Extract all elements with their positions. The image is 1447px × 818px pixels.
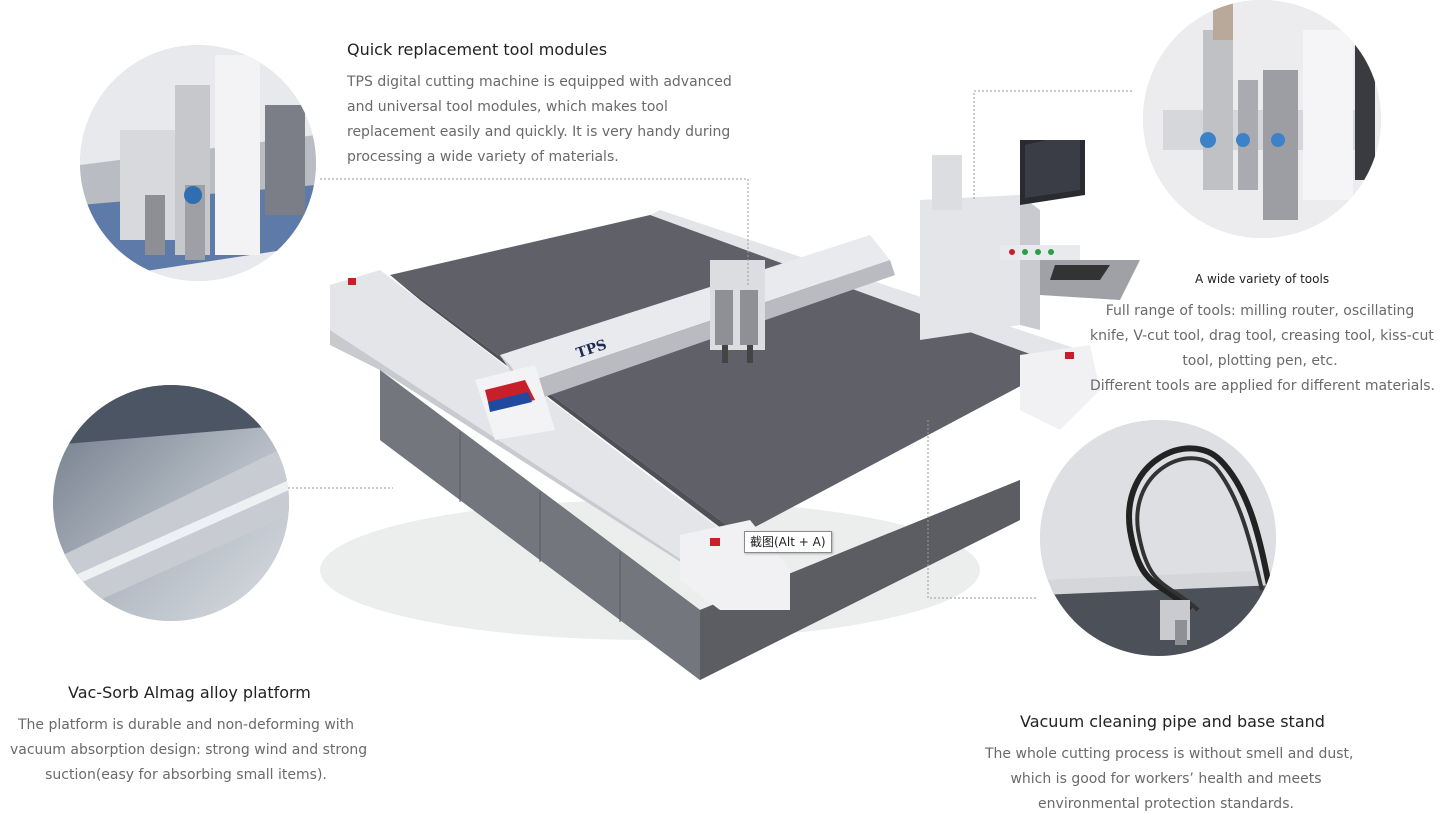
vacuum-title: Vacuum cleaning pipe and base stand bbox=[1020, 712, 1325, 731]
platform-description: The platform is durable and non-deformin… bbox=[10, 713, 368, 788]
screenshot-tooltip: 截图(Alt + A) bbox=[744, 531, 832, 553]
tools-variety-line: Full range of tools: milling router, osc… bbox=[1105, 303, 1415, 319]
tools-variety-line: Different tools are applied for differen… bbox=[1090, 378, 1436, 394]
tools-variety-photo bbox=[1143, 0, 1381, 238]
platform-photo bbox=[53, 385, 289, 621]
vacuum-line: The whole cutting process is without sme… bbox=[985, 746, 1354, 762]
tool-modules-line: and universal tool modules, which makes … bbox=[347, 99, 668, 115]
vacuum-line: which is good for workers’ health and me… bbox=[1010, 771, 1322, 787]
platform-line: vacuum absorption design: strong wind an… bbox=[10, 742, 368, 758]
tool-modules-line: TPS digital cutting machine is equipped … bbox=[347, 74, 732, 90]
tools-variety-title: A wide variety of tools bbox=[1195, 272, 1330, 286]
tool-modules-description: TPS digital cutting machine is equipped … bbox=[347, 70, 732, 170]
tools-variety-line: tool, plotting pen, etc. bbox=[1182, 353, 1338, 369]
platform-title: Vac-Sorb Almag alloy platform bbox=[68, 683, 311, 702]
tool-modules-title: Quick replacement tool modules bbox=[347, 40, 608, 59]
cutting-machine-image: TPS bbox=[320, 125, 1160, 704]
tool-modules-line: processing a wide variety of materials. bbox=[347, 149, 619, 165]
vacuum-description: The whole cutting process is without sme… bbox=[985, 742, 1354, 817]
platform-line: suction(easy for absorbing small items). bbox=[45, 767, 327, 783]
vacuum-pipe-photo bbox=[1040, 420, 1276, 656]
tools-variety-description: Full range of tools: milling router, osc… bbox=[1090, 299, 1436, 399]
tool-modules-photo bbox=[80, 45, 316, 281]
tools-variety-line: knife, V-cut tool, drag tool, creasing t… bbox=[1090, 328, 1434, 344]
platform-line: The platform is durable and non-deformin… bbox=[17, 717, 355, 733]
vacuum-line: environmental protection standards. bbox=[1038, 796, 1294, 812]
tool-modules-line: replacement easily and quickly. It is ve… bbox=[347, 124, 731, 140]
